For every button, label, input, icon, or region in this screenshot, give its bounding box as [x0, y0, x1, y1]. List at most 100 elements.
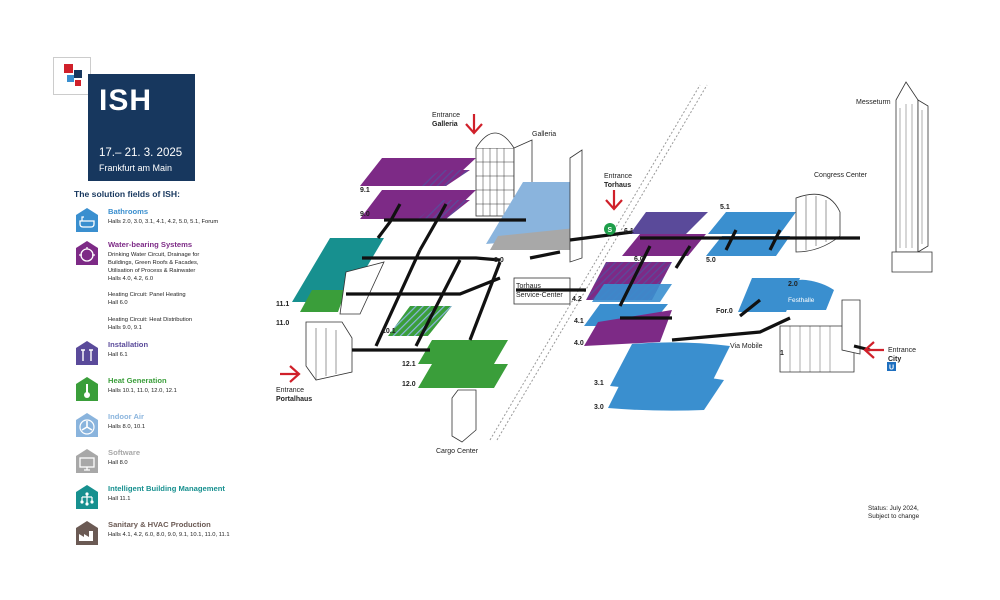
legend-title: The solution fields of ISH:: [74, 189, 180, 199]
festhalle[interactable]: [776, 279, 834, 310]
hall-11-0[interactable]: [300, 290, 346, 312]
label-hall-8-0: 8.0: [494, 257, 504, 264]
u-bahn-label: U: [889, 365, 894, 372]
entrance-torhaus-arrow: [605, 190, 623, 211]
legend-heat-halls: Halls 10.1, 11.0, 12.0, 12.1: [108, 388, 177, 394]
label-galleria: Galleria: [532, 131, 556, 138]
legend-production-halls: Halls 4.1, 4.2, 6.0, 8.0, 9.0, 9.1, 10.1…: [108, 532, 230, 538]
messeturm-tower: [891, 81, 933, 273]
hall-9-1-shared-area: [418, 170, 470, 186]
label-hall-12-1: 12.1: [402, 361, 416, 368]
label-hall-4-2: 4.2: [572, 296, 582, 303]
label-hall-1: 1: [780, 350, 784, 357]
ish-city: Frankfurt am Main: [99, 163, 173, 173]
legend-bathrooms-halls: Halls 2.0, 3.0, 3.1, 4.1, 4.2, 5.0, 5.1,…: [108, 219, 219, 225]
legend-indoor-air-halls: Halls 8.0, 10.1: [108, 424, 146, 430]
monitor-icon: [76, 449, 98, 473]
entrance-portalhaus-arrow: [280, 365, 301, 383]
label-hall-5-1: 5.1: [720, 204, 730, 211]
label-entrance-galleria-1: Entrance: [432, 112, 460, 119]
legend-production-name: Sanitary & HVAC Production: [108, 520, 211, 529]
bathtub-icon: [76, 208, 98, 232]
hall-5-1[interactable]: [708, 212, 796, 234]
s-bahn-icon: [604, 223, 616, 235]
status-line-1: Status: July 2024,: [868, 505, 919, 512]
legend-ibm-name: Intelligent Building Management: [108, 484, 225, 493]
legend-installation-name: Installation: [108, 340, 149, 349]
label-cargo-center: Cargo Center: [436, 448, 479, 455]
pipe-system-icon: [76, 241, 98, 265]
railway-line: [496, 84, 708, 441]
hall-5-0[interactable]: [706, 236, 790, 256]
status-line-2: Subject to change: [868, 513, 920, 520]
label-entrance-torhaus-2: Torhaus: [604, 182, 631, 189]
label-hall-3-1: 3.1: [594, 380, 604, 387]
legend-software-halls: Hall 8.0: [108, 460, 128, 466]
hall-1-building[interactable]: [779, 299, 861, 373]
label-hall-11-1: 11.1: [276, 301, 289, 308]
label-hall-11-0: 11.0: [276, 320, 289, 327]
portalhaus-annex: [339, 261, 385, 315]
hall-11-1[interactable]: [292, 238, 384, 302]
hall-6-1[interactable]: [630, 212, 708, 234]
label-entrance-city-2: City: [888, 356, 901, 363]
legend-installation-halls: Hall 6.1: [108, 352, 128, 358]
hall-8-0[interactable]: [486, 182, 576, 244]
legend-water-name: Water-bearing Systems: [108, 240, 193, 249]
tools-icon: [76, 341, 98, 365]
s-bahn-label: S: [608, 227, 613, 234]
ish-dates: 17.– 21. 3. 2025: [99, 147, 183, 159]
legend-water-panel-title: Heating Circuit: Panel Heating: [108, 292, 186, 298]
legend-indoor-air-name: Indoor Air: [108, 412, 144, 421]
label-hall-6-0: 6.0: [634, 256, 644, 263]
legend-bathrooms-name: Bathrooms: [108, 207, 149, 216]
messe-logo: [53, 57, 91, 95]
legend-heat-name: Heat Generation: [108, 376, 167, 385]
label-torhaus-service-center-1: Torhaus: [516, 283, 541, 290]
label-via-mobile: Via Mobile: [730, 343, 763, 350]
label-entrance-portalhaus-2: Portalhaus: [276, 396, 312, 403]
label-entrance-portalhaus-1: Entrance: [276, 387, 304, 394]
label-entrance-galleria-2: Galleria: [432, 121, 458, 128]
ish-brand-box: ISH 17.– 21. 3. 2025 Frankfurt am Main: [88, 74, 195, 181]
hall-8-0-software-area: [490, 228, 576, 250]
label-congress-center: Congress Center: [814, 172, 868, 179]
label-hall-6-1: 6.1: [624, 228, 634, 235]
u-bahn-icon: [887, 362, 896, 371]
hall-12-1[interactable]: [418, 340, 508, 364]
label-messeturm: Messeturm: [856, 99, 891, 106]
hall-4-2-bathrooms-area: [592, 284, 672, 302]
hall-3-0[interactable]: [608, 372, 724, 411]
status-note: Status: July 2024, Subject to change: [868, 505, 919, 521]
railway-line: [489, 84, 701, 441]
label-entrance-city-1: Entrance: [888, 347, 916, 354]
legend-water-distribution-halls: Halls 9.0, 9.1: [108, 325, 142, 331]
label-hall-9-0: 9.0: [360, 211, 370, 218]
label-torhaus-service-center-2: Service-Center: [516, 292, 563, 299]
cargo-center-building: [451, 389, 477, 443]
label-hall-4-1: 4.1: [574, 318, 584, 325]
factory-icon: [76, 521, 98, 545]
network-icon: [76, 485, 98, 509]
legend-software-name: Software: [108, 448, 141, 457]
label-hall-12-0: 12.0: [402, 381, 416, 388]
label-hall-4-0: 4.0: [574, 340, 584, 347]
thermometer-icon: [76, 377, 98, 401]
label-hall-3-0: 3.0: [594, 404, 604, 411]
legend-water-distribution-title: Heating Circuit: Heat Distribution: [108, 317, 193, 323]
label-hall-5-0: 5.0: [706, 257, 716, 264]
label-entrance-torhaus-1: Entrance: [604, 173, 632, 180]
portalhaus-building: [305, 321, 353, 381]
torhaus-tower: [569, 149, 583, 263]
legend-ibm-halls: Hall 11.1: [108, 496, 131, 502]
hall-12-0[interactable]: [418, 364, 508, 388]
hall-10-1[interactable]: [388, 306, 452, 336]
label-hall-2-0: 2.0: [788, 281, 798, 288]
label-hall-9-1: 9.1: [360, 187, 370, 194]
legend-water-panel-halls: Hall 6.0: [108, 300, 128, 306]
ish-title: ISH: [99, 84, 153, 117]
legend-water-desc: Drinking Water Circuit, Drainage for Bui…: [108, 252, 200, 282]
label-hall-10-1: 10.1: [382, 328, 396, 335]
entrance-city-arrow: [863, 341, 884, 359]
